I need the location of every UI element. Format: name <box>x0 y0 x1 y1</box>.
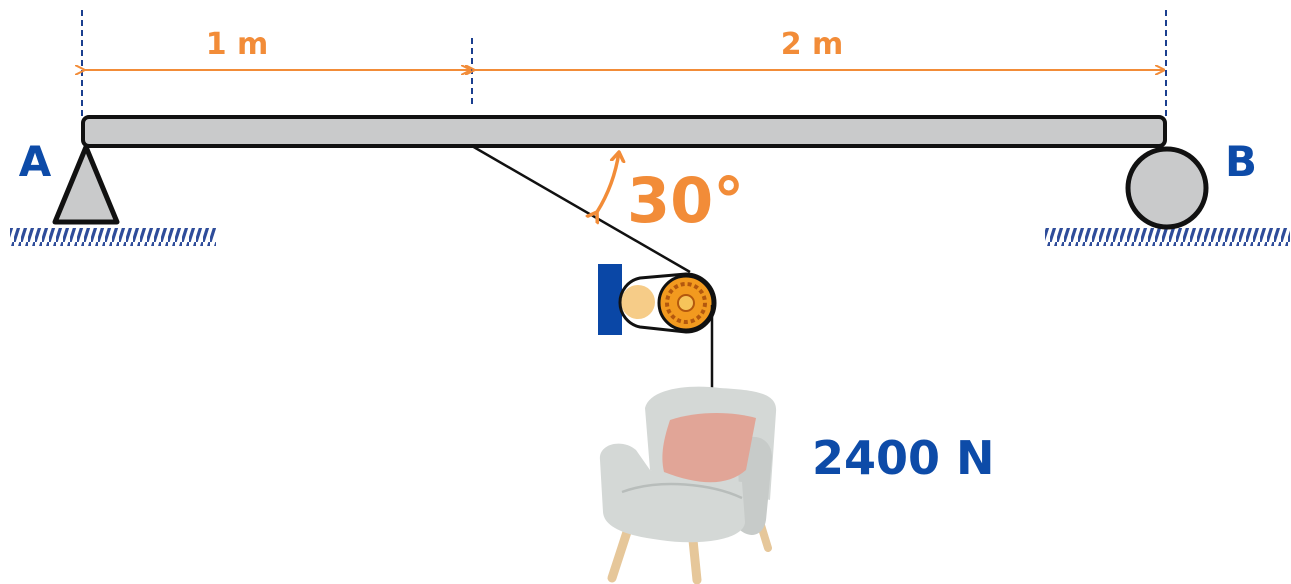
armchair-icon <box>599 386 777 584</box>
chair-cushion <box>662 413 756 483</box>
pulley-wheel-inner <box>665 282 707 324</box>
pulley-icon <box>598 264 717 335</box>
dimension-label-right: 2 m <box>781 27 844 62</box>
chair-leg-front-left <box>607 527 632 583</box>
load-label: 2400 N <box>812 431 995 485</box>
ground-right <box>1045 228 1290 246</box>
pulley-belt <box>618 272 717 334</box>
pulley-bracket <box>598 264 622 335</box>
support-label-b: B <box>1225 137 1257 186</box>
pulley-axle <box>621 285 655 319</box>
roller-support-icon <box>1125 146 1209 230</box>
ground-left <box>10 228 216 246</box>
angle-arc <box>597 152 619 212</box>
chair-seat <box>599 443 745 543</box>
chair-seat-shadow <box>621 482 743 500</box>
pulley-hub <box>677 294 695 312</box>
dimension-label-left: 1 m <box>206 27 269 62</box>
angle-label: 30° <box>627 164 744 237</box>
chair-leg-front-right <box>688 535 702 584</box>
dimension-lines: 1 m 2 m <box>84 27 1164 70</box>
pin-support-icon <box>52 144 120 225</box>
support-label-a: A <box>19 137 52 186</box>
beam <box>81 115 1167 148</box>
cable-inclined <box>471 144 691 274</box>
